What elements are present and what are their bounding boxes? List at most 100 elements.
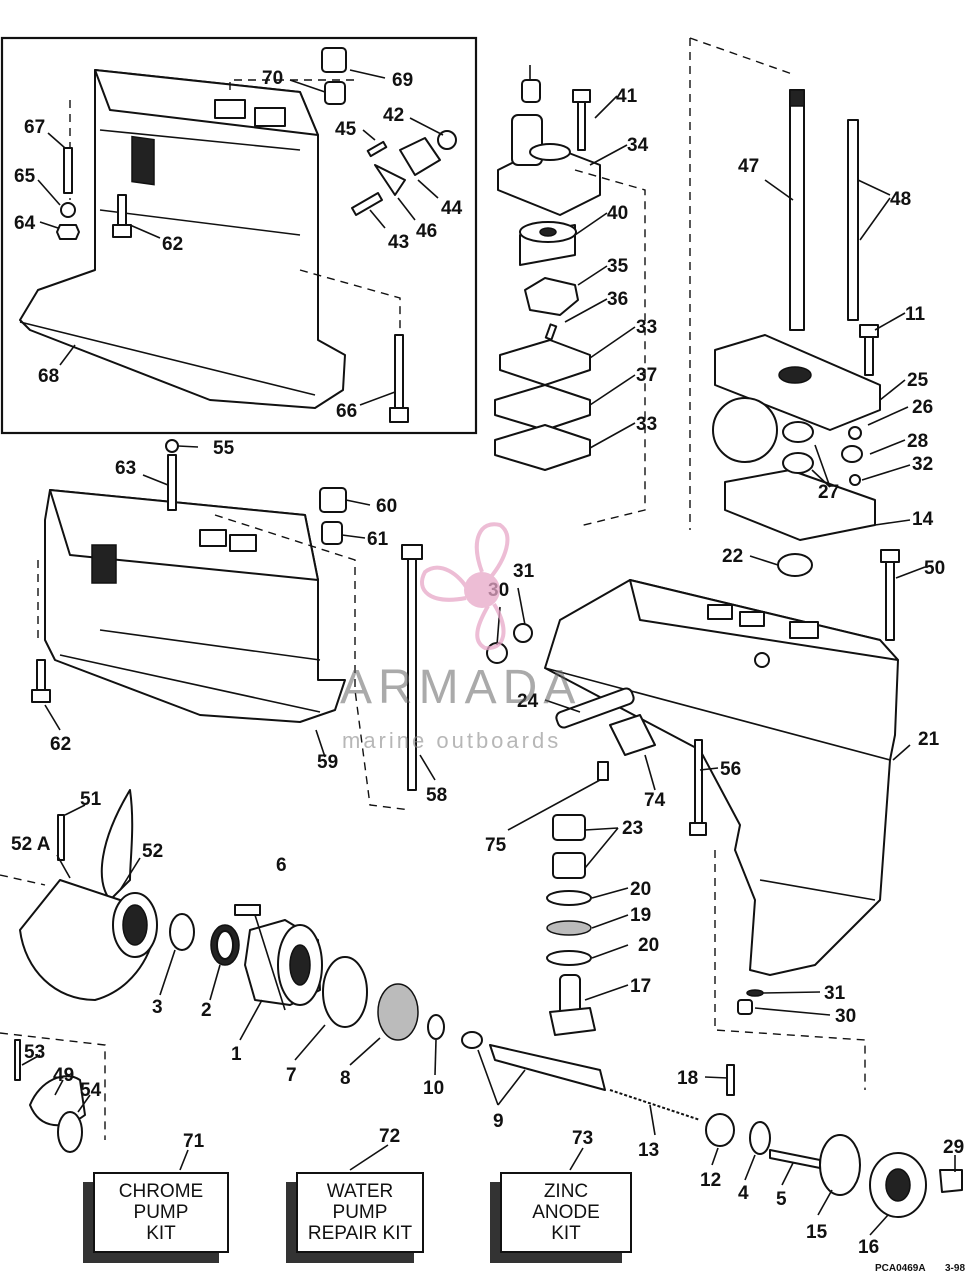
label-60: 60: [376, 496, 397, 517]
label-5: 5: [776, 1189, 787, 1210]
label-33-top: 33: [636, 317, 657, 338]
label-52: 52: [142, 841, 163, 862]
figure-code: PCA0469A: [875, 1263, 926, 1274]
label-3: 3: [152, 997, 163, 1018]
label-51: 51: [80, 789, 102, 810]
label-30-bottom: 30: [835, 1006, 856, 1027]
label-21: 21: [918, 729, 940, 750]
main-housing-small-parts: [31, 439, 423, 791]
label-73: 73: [572, 1128, 593, 1149]
shaft-and-gears: [461, 1031, 963, 1218]
label-1: 1: [231, 1044, 242, 1065]
watermark-brand: ARMADA: [340, 661, 582, 714]
label-16: 16: [858, 1237, 879, 1258]
label-43: 43: [388, 232, 409, 253]
watermark-tagline: marine outboards: [342, 728, 562, 753]
label-19: 19: [630, 905, 651, 926]
label-9: 9: [493, 1111, 504, 1132]
label-4: 4: [738, 1183, 749, 1204]
label-12: 12: [700, 1170, 721, 1191]
label-25: 25: [907, 370, 929, 391]
label-66: 66: [336, 401, 357, 422]
exhaust-housing: [44, 489, 346, 723]
label-61: 61: [367, 529, 389, 550]
label-45: 45: [335, 119, 357, 140]
label-27: 27: [818, 482, 839, 503]
label-7: 7: [286, 1065, 297, 1086]
label-23: 23: [622, 818, 643, 839]
chrome-pump-kit-box: CHROME PUMP KIT: [93, 1172, 229, 1253]
label-49: 49: [53, 1065, 74, 1086]
label-69: 69: [392, 70, 413, 91]
figure-date: 3-98: [945, 1263, 966, 1274]
label-31-bottom: 31: [824, 983, 846, 1004]
label-37: 37: [636, 365, 657, 386]
label-18: 18: [677, 1068, 698, 1089]
label-29: 29: [943, 1137, 964, 1158]
label-53: 53: [24, 1042, 45, 1063]
label-74: 74: [644, 790, 666, 811]
label-64: 64: [14, 213, 36, 234]
label-67: 67: [24, 117, 45, 138]
label-35: 35: [607, 256, 629, 277]
label-24: 24: [517, 691, 539, 712]
propeller-assembly: [14, 789, 445, 1153]
label-55: 55: [213, 438, 235, 459]
zinc-anode-kit-label: ZINC ANODE KIT: [532, 1181, 600, 1244]
label-44: 44: [441, 198, 463, 219]
label-75: 75: [485, 835, 507, 856]
label-22: 22: [722, 546, 743, 567]
label-72: 72: [379, 1126, 400, 1147]
label-28: 28: [907, 431, 928, 452]
label-20-bottom: 20: [638, 935, 659, 956]
label-11: 11: [905, 304, 926, 325]
label-42: 42: [383, 105, 404, 126]
label-68: 68: [38, 366, 59, 387]
zinc-anode-kit-box: ZINC ANODE KIT: [500, 1172, 632, 1253]
label-10: 10: [423, 1078, 444, 1099]
label-50: 50: [924, 558, 945, 579]
label-34: 34: [627, 135, 649, 156]
label-59: 59: [317, 752, 338, 773]
label-32: 32: [912, 454, 933, 475]
label-70: 70: [262, 68, 283, 89]
water-pump-stack: [494, 79, 601, 471]
label-40: 40: [607, 203, 628, 224]
label-33-bottom: 33: [636, 414, 657, 435]
inset-frame: [0, 36, 478, 435]
label-26: 26: [912, 397, 933, 418]
label-31-top: 31: [513, 561, 535, 582]
label-14: 14: [912, 509, 934, 530]
label-36: 36: [607, 289, 628, 310]
label-46: 46: [416, 221, 437, 242]
label-65: 65: [14, 166, 36, 187]
label-71: 71: [183, 1131, 205, 1152]
gearcase-housing: [544, 579, 899, 976]
label-63: 63: [115, 458, 136, 479]
label-56: 56: [720, 759, 741, 780]
label-2: 2: [201, 1000, 212, 1021]
label-48: 48: [890, 189, 911, 210]
label-20-top: 20: [630, 879, 651, 900]
pump-base-plate: [712, 334, 881, 541]
water-pump-repair-kit-label: WATER PUMP REPAIR KIT: [307, 1181, 413, 1244]
label-13: 13: [638, 1140, 659, 1161]
label-58: 58: [426, 785, 447, 806]
watermark-logo: [420, 522, 510, 651]
label-15: 15: [806, 1222, 828, 1243]
label-52a: 52 A: [11, 834, 51, 855]
exhaust-housing-inset: [19, 69, 346, 409]
label-8: 8: [340, 1068, 351, 1089]
label-62-inset: 62: [162, 234, 183, 255]
label-17: 17: [630, 976, 651, 997]
label-54: 54: [80, 1080, 102, 1101]
label-47: 47: [738, 156, 759, 177]
gearcase-small-parts: [486, 549, 900, 1036]
label-62: 62: [50, 734, 71, 755]
water-pump-repair-kit-box: WATER PUMP REPAIR KIT: [296, 1172, 424, 1253]
label-6: 6: [276, 855, 287, 876]
inset-small-parts: [56, 47, 457, 423]
chrome-pump-kit-label: CHROME PUMP KIT: [118, 1181, 204, 1244]
driveshaft-area: [789, 89, 879, 376]
